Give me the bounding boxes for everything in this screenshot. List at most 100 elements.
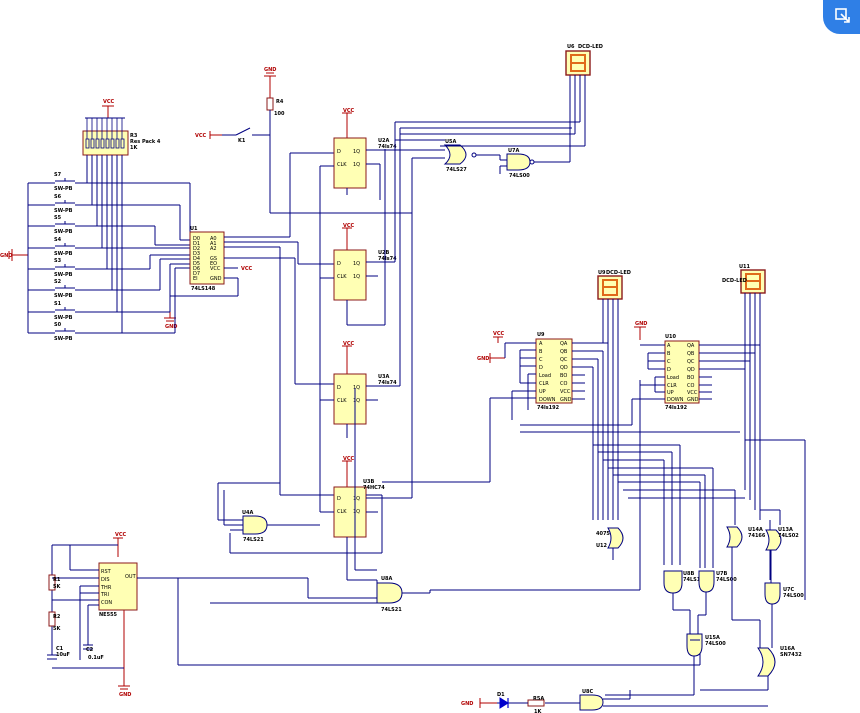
svg-text:U7B: U7B: [716, 571, 728, 577]
vcc-symbol-ne555: VCC: [113, 532, 127, 557]
svg-text:QA: QA: [560, 341, 568, 347]
svg-text:SW-PB: SW-PB: [54, 336, 73, 342]
svg-text:GND: GND: [560, 397, 572, 403]
svg-text:U9: U9: [598, 270, 606, 276]
svg-text:K1: K1: [238, 138, 246, 144]
vcc-symbol-u2b: VCC: [342, 223, 355, 250]
svg-text:GS: GS: [210, 256, 217, 262]
svg-text:U3A: U3A: [378, 374, 390, 380]
switch-k1-and-r4: K1 R4 100: [222, 97, 412, 214]
svg-text:DOWN: DOWN: [539, 397, 556, 403]
svg-text:A2: A2: [210, 246, 217, 252]
gate-u7c-74ls00: U7C 74LS00: [764, 582, 804, 605]
gnd-symbol-ne555: GND: [118, 610, 131, 698]
svg-text:QC: QC: [560, 357, 568, 363]
resistor-r1: R1 5K: [48, 574, 61, 591]
svg-text:D1: D1: [497, 692, 505, 698]
u8a-wires: [176, 380, 641, 604]
svg-text:CON: CON: [101, 600, 112, 606]
svg-text:5K: 5K: [53, 626, 61, 632]
svg-text:BO: BO: [687, 375, 694, 381]
svg-text:U8A: U8A: [381, 576, 393, 582]
svg-text:U6: U6: [567, 44, 575, 50]
gate-u8b-74ls11: U8B 74LS11: [663, 570, 704, 594]
svg-text:GND: GND: [210, 276, 222, 282]
svg-text:SW-PB: SW-PB: [54, 186, 73, 192]
svg-text:SW-PB: SW-PB: [54, 208, 73, 214]
svg-text:74LS00: 74LS00: [509, 173, 530, 179]
svg-text:UP: UP: [539, 389, 546, 395]
gate-u4a-74ls21: U4A 74LS21: [242, 510, 268, 543]
svg-text:GND: GND: [461, 701, 473, 707]
svg-text:VCC: VCC: [343, 341, 355, 347]
svg-text:S7: S7: [54, 172, 62, 178]
svg-text:S4: S4: [54, 237, 62, 243]
svg-text:SN7432: SN7432: [780, 652, 802, 658]
svg-text:B: B: [539, 349, 543, 355]
svg-text:D4: D4: [193, 256, 200, 262]
svg-text:1Q: 1Q: [353, 398, 360, 404]
switch-s2: S2 SW-PB: [28, 279, 160, 299]
svg-text:VCC: VCC: [343, 108, 355, 114]
svg-text:74166: 74166: [748, 533, 766, 539]
encoder-input-wires: [149, 183, 191, 333]
svg-text:CLR: CLR: [667, 383, 677, 389]
svg-text:S3: S3: [54, 258, 62, 264]
svg-text:CLK: CLK: [337, 274, 347, 280]
display-u6: U6 DCD-LED: [565, 44, 603, 76]
svg-text:QA: QA: [687, 343, 695, 349]
svg-text:74LS02: 74LS02: [778, 533, 799, 539]
svg-text:A: A: [539, 341, 543, 347]
svg-text:1K: 1K: [130, 145, 138, 151]
svg-text:GND: GND: [264, 67, 276, 73]
svg-text:U2B: U2B: [378, 250, 390, 256]
svg-text:VCC: VCC: [103, 99, 115, 105]
switch-bank: S7 SW-PB S6 SW-PB S5 SW-PB S4 SW-PB S3 S…: [27, 172, 190, 342]
svg-text:VCC: VCC: [560, 389, 571, 395]
dff-u2b: U2B 74ls74 D 1Q CLK 1Q: [333, 249, 397, 301]
gate-u14a-74166: U14A 74166: [726, 526, 766, 548]
svg-text:U10: U10: [665, 334, 677, 340]
svg-text:A0: A0: [210, 236, 217, 242]
svg-text:74ls74: 74ls74: [378, 256, 397, 262]
svg-text:74LS00: 74LS00: [783, 593, 804, 599]
svg-text:D5: D5: [193, 261, 200, 267]
switch-s7: S7 SW-PB: [28, 172, 190, 192]
svg-text:100: 100: [274, 111, 285, 117]
svg-text:QD: QD: [687, 367, 695, 373]
svg-text:SW-PB: SW-PB: [54, 229, 73, 235]
svg-text:EO: EO: [210, 261, 217, 267]
panel-toggle-icon: [835, 8, 850, 23]
panel-toggle-button[interactable]: [823, 0, 860, 34]
chip-u9-74ls192: U9 74ls192 A B C D Load CLR UP DOWN QA Q…: [535, 332, 573, 411]
svg-text:U11: U11: [739, 264, 751, 270]
svg-text:U2A: U2A: [378, 138, 390, 144]
display-u11: U11 DCD-LED: [722, 264, 766, 294]
svg-text:RST: RST: [101, 569, 112, 575]
vcc-symbol-k1: VCC: [195, 131, 222, 139]
switch-s4: S4 SW-PB: [28, 237, 150, 257]
svg-text:1K: 1K: [534, 709, 542, 713]
dff-u3b: U3B 74HC74 D 1Q CLK 1Q: [333, 479, 385, 538]
svg-text:Res Pack 4: Res Pack 4: [130, 139, 161, 145]
svg-text:B: B: [667, 351, 671, 357]
dff-interconnect-wires: [229, 127, 572, 581]
svg-text:D: D: [337, 261, 341, 267]
svg-text:Load: Load: [667, 375, 679, 381]
svg-text:1Q: 1Q: [353, 509, 360, 515]
svg-text:D: D: [337, 385, 341, 391]
svg-text:U1: U1: [190, 226, 198, 232]
vcc-symbol-u3b: VCC: [342, 456, 355, 487]
svg-text:1Q: 1Q: [353, 162, 360, 168]
svg-text:DCD-LED: DCD-LED: [578, 44, 603, 50]
svg-text:THR: THR: [100, 585, 112, 591]
svg-text:1Q: 1Q: [353, 496, 360, 502]
resistor-pack-r3: R3 Res Pack 4 1K: [82, 117, 161, 156]
dff-u3a: U3A 74ls74 D 1Q CLK 1Q: [333, 373, 397, 425]
gate-u13a-74ls02: U13A 74LS02: [765, 527, 799, 551]
svg-text:S0: S0: [54, 322, 62, 328]
svg-text:DCD-LED: DCD-LED: [606, 270, 631, 276]
resistor-r5a: R5A 1K: [520, 696, 545, 713]
svg-text:R5A: R5A: [533, 696, 544, 702]
